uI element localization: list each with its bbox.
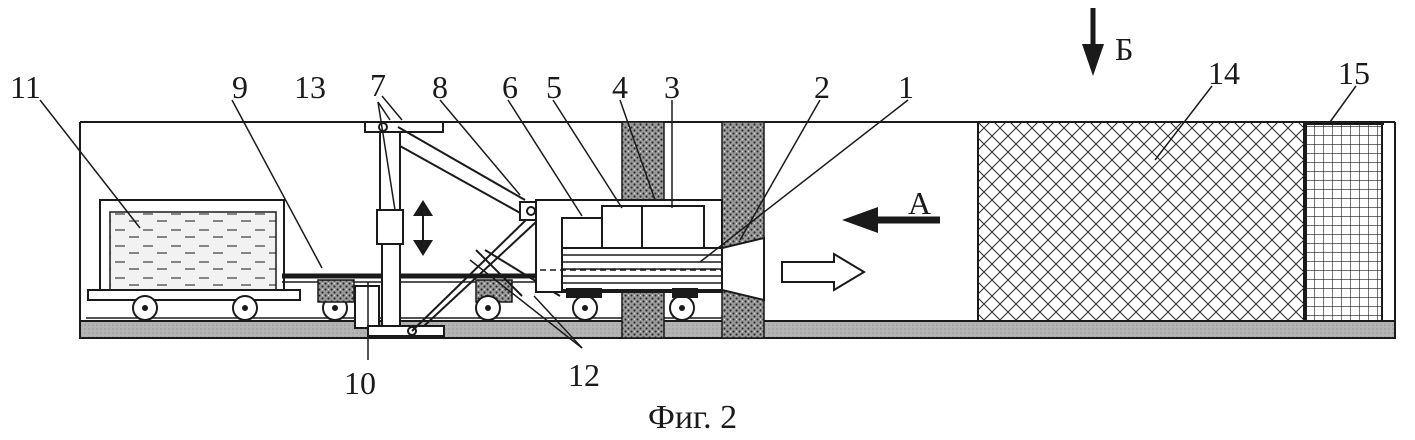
label-5: 5 xyxy=(546,69,562,105)
label-9: 9 xyxy=(232,69,248,105)
label-10: 10 xyxy=(344,365,376,401)
label-12: 12 xyxy=(568,357,600,393)
label-1: 1 xyxy=(898,69,914,105)
view-arrow-b xyxy=(1082,8,1104,76)
label-4: 4 xyxy=(612,69,628,105)
label-13: 13 xyxy=(294,69,326,105)
label-7: 7 xyxy=(370,67,386,103)
skid-block-left xyxy=(318,280,354,302)
label-3: 3 xyxy=(664,69,680,105)
movement-arrow xyxy=(782,254,864,290)
wall-2 xyxy=(722,122,764,338)
cutter-cone xyxy=(722,238,764,300)
view-b-label: Б xyxy=(1115,31,1133,67)
wagon-11 xyxy=(88,200,300,300)
view-a-label: А xyxy=(908,185,931,221)
zone-15 xyxy=(1306,122,1382,321)
label-8: 8 xyxy=(432,69,448,105)
label-2: 2 xyxy=(814,69,830,105)
vertical-double-arrow xyxy=(413,200,433,256)
label-15: 15 xyxy=(1338,55,1370,91)
label-14: 14 xyxy=(1208,55,1240,91)
label-6: 6 xyxy=(502,69,518,105)
figure-caption: Фиг. 2 xyxy=(648,399,737,436)
zone-14 xyxy=(978,122,1304,321)
label-11: 11 xyxy=(10,69,41,105)
